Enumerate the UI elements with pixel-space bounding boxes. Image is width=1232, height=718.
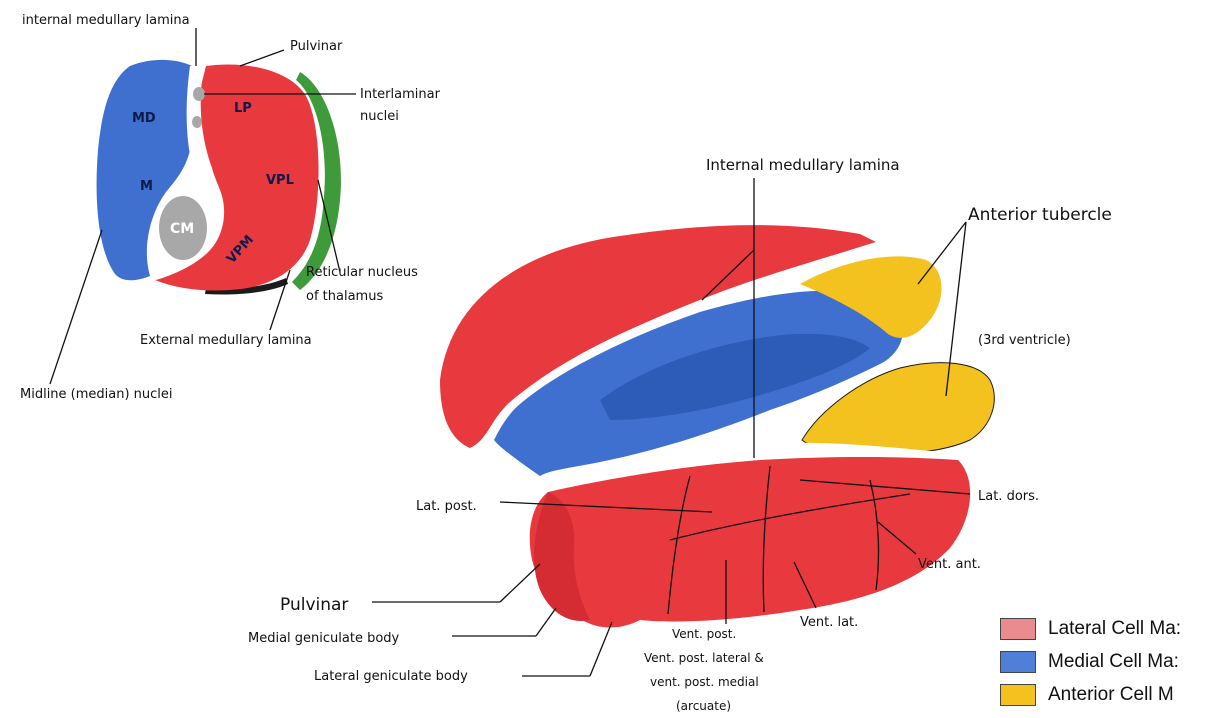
label-external-lamina: External medullary lamina xyxy=(140,333,312,348)
nucleus-m: M xyxy=(140,179,153,194)
leader-pulvinar-top xyxy=(240,50,284,66)
label-interlaminar-1: Interlaminar xyxy=(360,87,441,102)
label-anterior-tubercle: Anterior tubercle xyxy=(968,205,1112,225)
nucleus-vpl: VPL xyxy=(266,173,294,188)
label-third-ventricle: (3rd ventricle) xyxy=(978,333,1071,348)
cross-section: MD M CM LP VPL VPM internal medullary la… xyxy=(20,13,441,402)
label-lat-post: Lat. post. xyxy=(416,499,477,514)
label-medial-geniculate: Medial geniculate body xyxy=(248,631,400,646)
leader-anterior-1 xyxy=(918,222,966,284)
legend: Lateral Cell Ma: Medial Cell Ma: Anterio… xyxy=(1000,612,1232,711)
thalamus-3d: Internal medullary lamina Anterior tuber… xyxy=(248,156,1112,713)
label-vent-post-1: Vent. post. xyxy=(672,627,736,641)
legend-item-anterior: Anterior Cell M xyxy=(1000,678,1232,711)
label-interlaminar-2: nuclei xyxy=(360,109,399,124)
label-vent-post-4: (arcuate) xyxy=(676,699,731,713)
leader-pulvinar-3d-b xyxy=(500,564,540,602)
interlaminar-dot-1 xyxy=(193,87,205,101)
label-reticular-2: of thalamus xyxy=(306,289,383,304)
leader-midline xyxy=(50,230,102,384)
label-lat-dors: Lat. dors. xyxy=(978,489,1039,504)
nucleus-md: MD xyxy=(132,111,156,126)
nucleus-lp: LP xyxy=(234,101,252,116)
label-vent-lat: Vent. lat. xyxy=(800,615,858,630)
nucleus-cm: CM xyxy=(170,221,194,237)
label-internal-lamina-3d: Internal medullary lamina xyxy=(706,156,900,174)
label-lateral-geniculate: Lateral geniculate body xyxy=(314,669,468,684)
label-vent-ant: Vent. ant. xyxy=(918,557,981,572)
label-vent-post-3: vent. post. medial xyxy=(650,675,759,689)
legend-item-lateral: Lateral Cell Ma: xyxy=(1000,612,1232,645)
label-vent-post-2: Vent. post. lateral & xyxy=(644,651,764,665)
label-pulvinar-3d: Pulvinar xyxy=(280,595,348,615)
legend-label-medial: Medial Cell Ma: xyxy=(1048,651,1226,673)
lower-lateral-mass xyxy=(530,457,970,628)
label-pulvinar-cross: Pulvinar xyxy=(290,39,343,54)
legend-label-anterior: Anterior Cell M xyxy=(1048,684,1226,706)
label-midline-nuclei: Midline (median) nuclei xyxy=(20,387,173,402)
label-internal-lamina-cross: internal medullary lamina xyxy=(22,13,190,28)
legend-swatch-medial xyxy=(1000,651,1036,673)
legend-swatch-anterior xyxy=(1000,684,1036,706)
interlaminar-dot-2 xyxy=(192,116,202,128)
leader-medial-geniculate-b xyxy=(536,608,556,636)
label-reticular-1: Reticular nucleus xyxy=(306,265,418,280)
legend-swatch-lateral xyxy=(1000,618,1036,640)
legend-item-medial: Medial Cell Ma: xyxy=(1000,645,1232,678)
leader-lateral-geniculate-b xyxy=(590,622,612,676)
legend-label-lateral: Lateral Cell Ma: xyxy=(1048,618,1226,640)
